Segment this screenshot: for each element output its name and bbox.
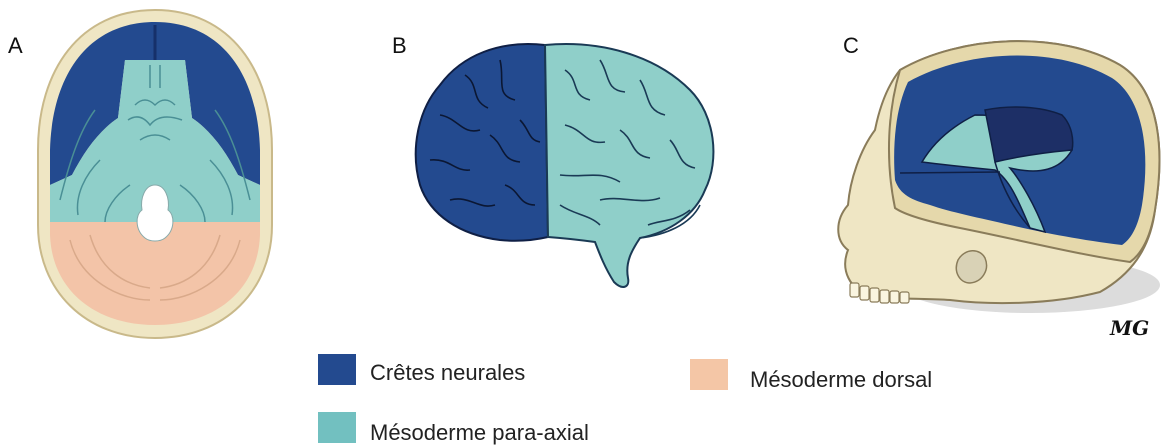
brain-posterior-region	[543, 43, 715, 288]
skull-c-lines	[899, 161, 1031, 229]
signature: MG	[1109, 316, 1149, 340]
skull-a-anatomy-lines	[59, 65, 251, 223]
legend-swatch-neural-crest	[318, 354, 356, 385]
skull-c-teeth	[849, 282, 910, 304]
brain-cerebellum	[639, 204, 701, 239]
skull-c-dark-region	[984, 106, 1074, 163]
legend-swatch-paraxial	[318, 412, 356, 443]
panel-b: B	[392, 33, 715, 288]
brain-frontal-region	[414, 43, 550, 242]
legend-label-neural-crest: Crêtes neurales	[370, 360, 525, 385]
brain-frontal-gyri	[429, 59, 541, 207]
panel-c: C	[837, 33, 1161, 313]
legend-label-paraxial: Mésoderme para-axial	[370, 420, 589, 445]
legend-label-dorsal: Mésoderme dorsal	[750, 367, 932, 392]
legend-swatch-dorsal	[690, 359, 728, 390]
skull-c-orbit	[955, 250, 988, 284]
skull-a-dorsal-region	[50, 222, 260, 325]
panel-c-letter: C	[843, 33, 859, 58]
skull-a-paraxial-region	[50, 60, 260, 222]
panel-a: A	[8, 8, 273, 340]
brain-posterior-gyri	[559, 59, 696, 226]
skull-a-neural-crest-region	[50, 22, 260, 185]
skull-a-posterior-lines	[69, 234, 241, 301]
panel-b-letter: B	[392, 33, 407, 58]
panel-a-letter: A	[8, 33, 23, 58]
legend: Crêtes neurales Mésoderme dorsal Mésoder…	[318, 354, 932, 445]
foramen-magnum	[136, 184, 174, 242]
